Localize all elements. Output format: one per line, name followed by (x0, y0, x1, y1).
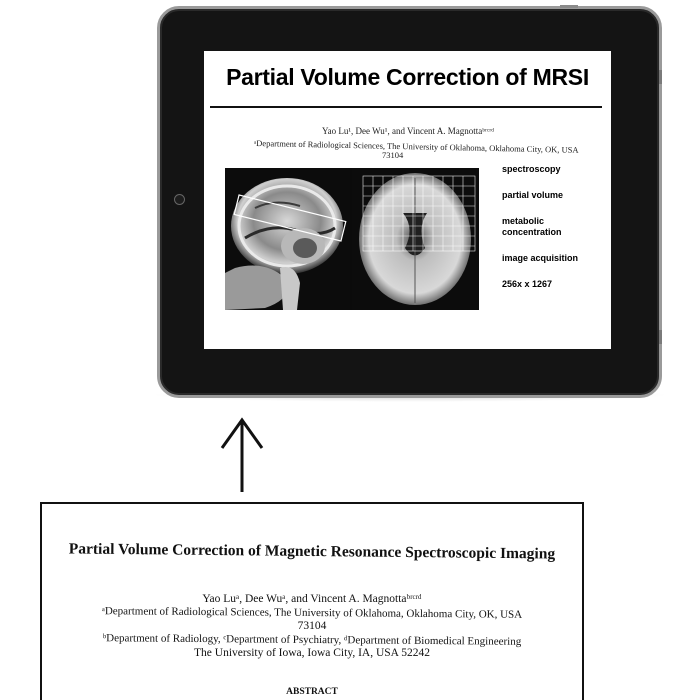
mri-scan-illustration (225, 168, 479, 310)
tablet-screen: Partial Volume Correction of MRSI Yao Lu… (204, 51, 611, 349)
paper-affiliation-2-city: The University of Iowa, Iowa City, IA, U… (194, 647, 430, 659)
keyword-item: metabolic concentration (502, 216, 562, 237)
paper-affiliation-2: ᵇDepartment of Radiology, ᶜDepartment of… (102, 632, 522, 648)
slide-authors: Yao Lu¹, Dee Wu¹, and Vincent A. Magnott… (322, 126, 495, 136)
paper-authors: Yao Luᵃ, Dee Wuᵃ, and Vincent A. Magnott… (202, 593, 422, 605)
keyword-list: spectroscopy partial volume metabolic co… (502, 164, 607, 305)
slide-title: Partial Volume Correction of MRSI (226, 64, 589, 90)
mri-images (225, 168, 479, 310)
paper-affiliation-1: ᵃDepartment of Radiological Sciences, Th… (101, 605, 523, 621)
paper-abstract-heading: ABSTRACT (286, 687, 338, 697)
up-arrow-icon (220, 417, 264, 492)
keyword-item: 256x x 1267 (502, 279, 553, 289)
tablet-side-switch (659, 330, 662, 344)
tablet-top-button (560, 5, 578, 8)
keyword-item: spectroscopy (502, 164, 561, 174)
home-button-icon[interactable] (174, 194, 185, 205)
paper-affiliation-1-zip: 73104 (297, 620, 327, 632)
paper-page: Partial Volume Correction of Magnetic Re… (40, 502, 584, 700)
slide-title-rule (210, 106, 602, 108)
tablet-side-button (659, 70, 662, 84)
slide-zip: 73104 (382, 150, 404, 160)
slide-department: ᵃDepartment of Radiological Sciences, Th… (253, 138, 579, 155)
paper-title: Partial Volume Correction of Magnetic Re… (68, 540, 556, 563)
keyword-item: image acquisition (502, 253, 579, 263)
keyword-item: partial volume (502, 190, 564, 200)
